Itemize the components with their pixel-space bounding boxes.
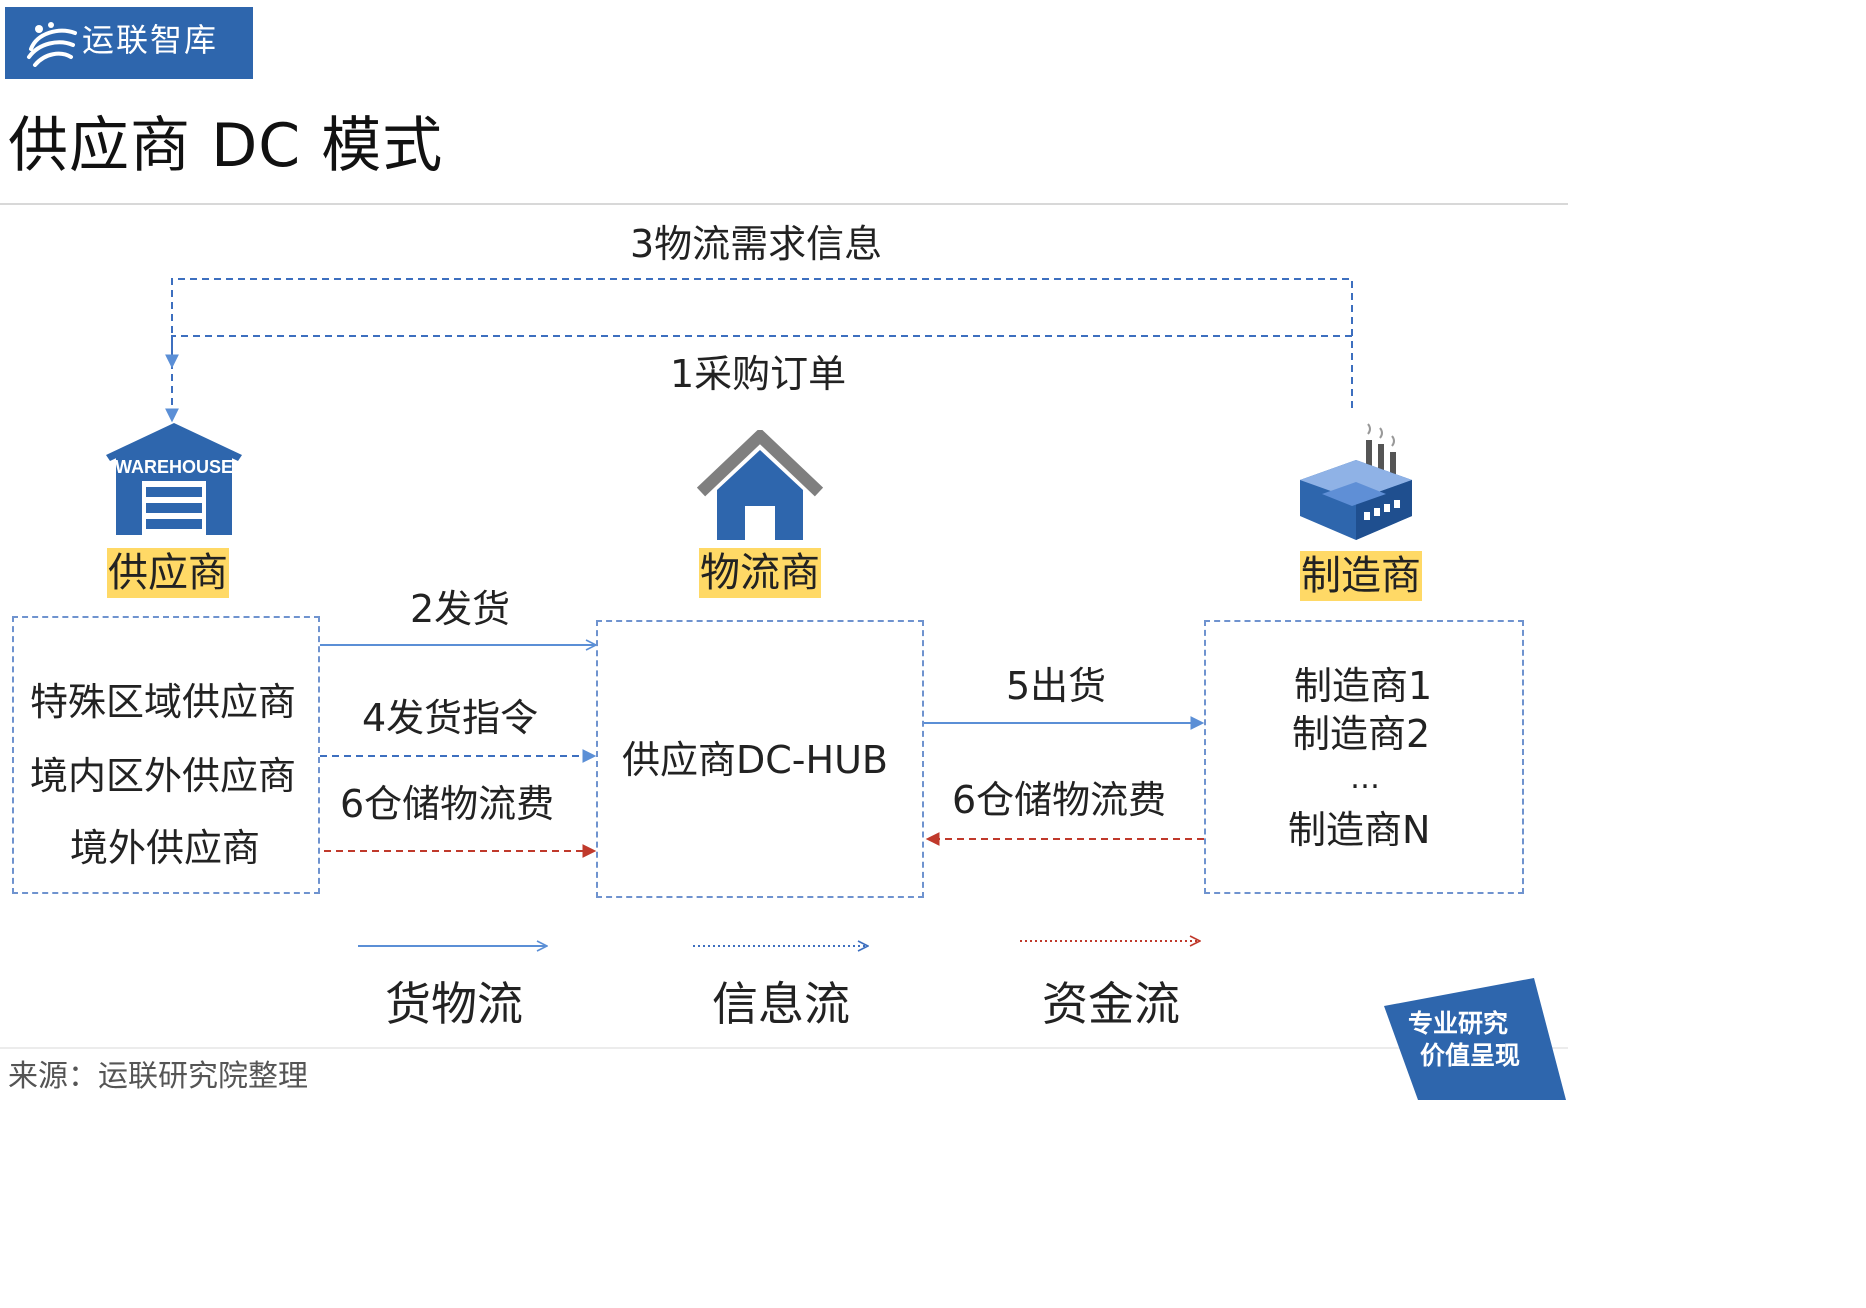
manufacturer-ellipsis: … [1350,761,1380,796]
source-note: 来源：运联研究院整理 [8,1059,308,1094]
supplier-item-domestic-outside-zone: 境内区外供应商 [30,754,297,798]
flow-3-info-arrow [165,278,1353,423]
manufacturer-box: 制造商1 制造商2 … 制造商N [1204,620,1524,894]
legend-money-label: 资金流 [1042,977,1180,1031]
supplier-item-special-zone: 特殊区域供应商 [30,680,297,724]
supplier-item-overseas: 境外供应商 [70,826,261,870]
factory-icon [1300,423,1412,540]
legend-goods-label: 货物流 [385,977,523,1031]
stamp-line-2: 价值呈现 [1420,1041,1521,1070]
manufacturer-item-2: 制造商2 [1292,712,1431,756]
title-divider [0,203,1568,205]
page-title: 供应商 DC 模式 [8,111,444,181]
supplier-box: 特殊区域供应商 境内区外供应商 境外供应商 [12,616,320,894]
flow-1-label: 1采购订单 [670,352,847,396]
manufacturer-item-n: 制造商N [1288,808,1431,852]
corner-stamp-shape [1384,978,1566,1100]
flow-4-label: 4发货指令 [362,696,539,740]
warehouse-sign-text: WAREHOUSE [115,457,233,477]
logistics-tag: 物流商 [699,548,821,598]
legend-info-label: 信息流 [712,977,850,1031]
brand-name: 运联智库 [82,21,219,59]
flow-6-right-label: 6仓储物流费 [952,778,1167,822]
brand-swirl-icon [27,22,77,67]
warehouse-icon: WAREHOUSE [106,423,242,535]
hub-label: 供应商DC-HUB [622,738,888,782]
flow-2-label: 2发货 [410,587,511,631]
footer-divider [0,1047,1568,1049]
manufacturer-tag: 制造商 [1300,551,1422,601]
hub-box: 供应商DC-HUB [596,620,924,898]
flow-1-info-arrow [165,335,1352,369]
manufacturer-item-1: 制造商1 [1294,664,1433,708]
house-icon [697,430,823,540]
supplier-tag: 供应商 [107,548,229,598]
flow-3-label: 3物流需求信息 [630,222,883,266]
flow-arrows-layer [165,278,1353,1106]
flow-6-left-label: 6仓储物流费 [340,782,555,826]
stamp-line-1: 专业研究 [1408,1009,1509,1038]
brand-logo [5,7,253,79]
flow-5-label: 5出货 [1006,664,1107,708]
